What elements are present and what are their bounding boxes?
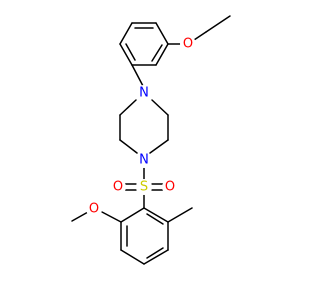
bond (71, 211, 89, 222)
bond (131, 64, 144, 87)
bond (119, 99, 137, 116)
bond (119, 139, 138, 154)
atom-s-sulfonyl: S (136, 179, 152, 195)
bond (120, 249, 145, 265)
bond (120, 207, 145, 223)
atom-o-ethoxy: O (180, 36, 196, 52)
bond (205, 15, 231, 33)
bond (146, 247, 164, 259)
bond (101, 211, 122, 223)
bond (151, 44, 163, 62)
bond (146, 213, 164, 225)
atom-o-sulfonyl-left: O (110, 179, 126, 195)
atom-label: O (165, 180, 175, 195)
atom-label: O (113, 180, 123, 195)
atom-label: S (140, 180, 148, 195)
molecule-structure: N N O S O O O (71, 15, 231, 265)
atom-n-bottom: N (136, 152, 152, 168)
atom-label: O (89, 202, 99, 217)
bond (125, 43, 136, 61)
bonds (71, 15, 231, 265)
atom-n-top: N (136, 85, 152, 101)
bond (143, 249, 169, 265)
bond (151, 99, 169, 116)
atoms: N N O S O O O (86, 36, 196, 217)
atom-label: N (139, 86, 149, 101)
atom-o-methoxy: O (86, 201, 102, 217)
bond (119, 22, 133, 45)
bond (167, 207, 193, 223)
bond (155, 43, 169, 66)
atom-o-sulfonyl-right: O (162, 179, 178, 195)
atom-label: N (139, 153, 149, 168)
bond (155, 22, 169, 45)
bond (143, 207, 169, 223)
atom-label: O (183, 37, 193, 52)
bond (119, 43, 133, 66)
bond (149, 139, 169, 154)
bond (193, 31, 207, 41)
